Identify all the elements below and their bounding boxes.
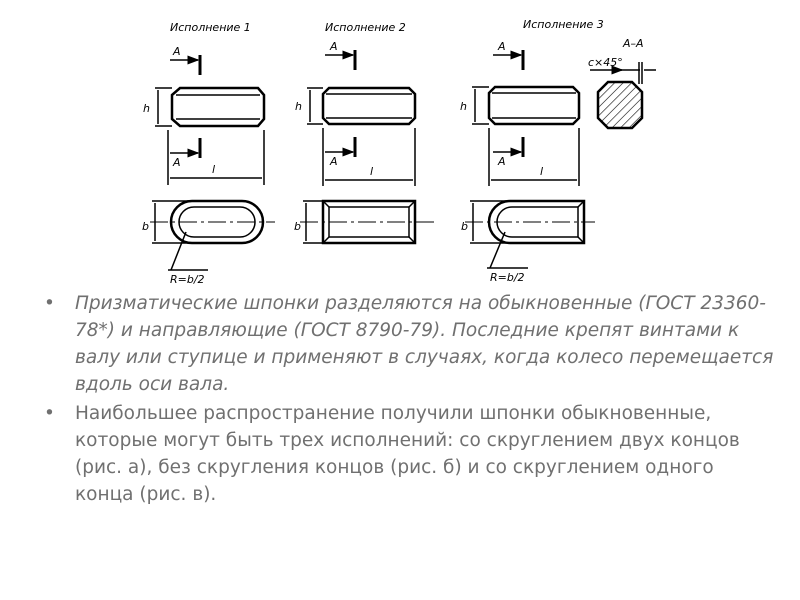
dim-b-3: b <box>461 220 468 233</box>
variant-1-side-view: A h A l <box>143 45 266 185</box>
chamfer-label: c×45° <box>588 56 623 69</box>
dim-h-2: h <box>295 100 302 113</box>
dim-l-2: l <box>370 165 373 178</box>
section-a-a-label: A–A <box>622 37 644 50</box>
dim-l-3: l <box>540 165 543 178</box>
section-mark: A <box>172 156 181 169</box>
radius-label-1: R=b/2 <box>170 273 205 286</box>
dim-l-1: l <box>212 163 215 176</box>
bullet-item-1: • Призматические шпонки разделяются на о… <box>44 290 774 398</box>
variant-1-top-view: b R=b/2 <box>142 199 275 286</box>
dim-b-2: b <box>294 220 301 233</box>
dim-h-3: h <box>460 100 467 113</box>
section-mark: A <box>497 40 506 53</box>
section-mark: A <box>497 155 506 168</box>
variant-2-top-view: b <box>294 199 435 245</box>
bullet-text-2: Наибольшее распространение получили шпон… <box>75 403 740 505</box>
dim-h-1: h <box>143 102 150 115</box>
variant-3-side-view: A h A l <box>460 40 581 186</box>
variant-title-3: Исполнение 3 <box>523 18 604 31</box>
bullet-marker: • <box>44 403 55 424</box>
bullet-item-2: • Наибольшее распространение получили шп… <box>44 400 774 508</box>
variant-title-1: Исполнение 1 <box>170 21 251 34</box>
section-mark: A <box>329 40 338 53</box>
variant-3-top-view: b R=b/2 <box>461 199 595 284</box>
radius-label-3: R=b/2 <box>490 271 525 284</box>
dim-b-1: b <box>142 220 149 233</box>
bullet-list: • Призматические шпонки разделяются на о… <box>44 290 774 508</box>
variant-title-2: Исполнение 2 <box>325 21 406 34</box>
section-mark: A <box>329 155 338 168</box>
variant-2-side-view: A h A l <box>295 40 417 186</box>
bullet-text-1: Призматические шпонки разделяются на обы… <box>75 293 774 395</box>
section-mark: A <box>172 45 181 58</box>
bullet-marker: • <box>44 293 55 314</box>
key-drawing: Исполнение 1 Исполнение 2 Исполнение 3 A… <box>120 0 680 292</box>
section-a-a: A–A c×45° <box>588 37 656 130</box>
